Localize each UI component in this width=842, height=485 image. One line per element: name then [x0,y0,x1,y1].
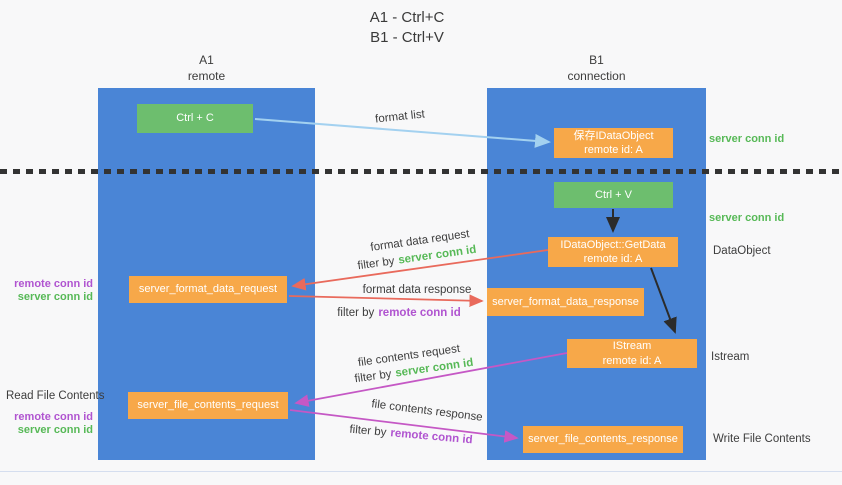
left-conn-id-stack-2: remote conn id server conn id [0,411,93,437]
title-line-2: B1 - Ctrl+V [370,29,444,47]
node-server-file-contents-response: server_file_contents_response [523,426,683,453]
filter-key-remote-conn-id: remote conn id [389,427,474,447]
session-separator-line [0,169,842,174]
node-save-idataobject-line2: remote id: A [584,144,643,156]
label-file-contents-response: file contents response [370,398,484,424]
node-istream-line2: remote id: A [602,354,662,367]
node-ctrl-c: Ctrl + C [137,104,253,133]
node-file-response-label: server_file_contents_response [528,433,678,446]
node-server-file-contents-request: server_file_contents_request [128,392,288,419]
node-istream: IStream remote id: A [567,339,697,368]
node-getdata-line1: IDataObject::GetData [560,238,666,251]
node-save-idataobject-line1: 保存IDataObject [573,129,654,142]
label-write-file-contents: Write File Contents [713,433,811,445]
arrow-format-data-response [288,294,484,307]
label-remote-conn-id-2: remote conn id [14,411,93,423]
node-getdata-line2: remote id: A [583,253,643,265]
label-dataobject: DataObject [713,245,771,257]
node-ctrl-c-label: Ctrl + C [176,112,214,125]
left-conn-id-stack-1: remote conn id server conn id [0,278,93,304]
label-format-list: format list [374,108,426,126]
label-server-conn-id-mid: server conn id [709,212,785,224]
lane-b1-role: connection [567,68,626,83]
filter-by-prefix: filter by [337,307,375,319]
node-istream-line1: IStream [612,340,652,353]
node-ctrl-v: Ctrl + V [554,182,673,208]
node-format-response-label: server_format_data_response [492,295,639,308]
node-save-idataobject: 保存IDataObject remote id: A [554,128,673,158]
label-istream: Istream [711,351,750,363]
lane-header-a1: A1 remote [98,53,315,84]
label-server-conn-id-1: server conn id [17,291,93,304]
node-ctrl-v-label: Ctrl + V [595,188,632,201]
diagram-title: A1 - Ctrl+C B1 - Ctrl+V [0,8,814,49]
lane-header-b1: B1 connection [487,53,706,84]
node-server-format-data-response: server_format_data_response [487,288,644,316]
node-server-format-data-request: server_format_data_request [129,276,287,303]
filter-key-remote-conn-id: remote conn id [378,307,461,319]
lane-b1-id: B1 [589,53,604,67]
bottom-hairline [0,471,842,472]
label-format-data-response: format data response [362,284,472,296]
node-format-request-label: server_format_data_request [138,283,278,296]
lane-a1-role: remote [187,68,226,83]
label-read-file-contents: Read File Contents [6,390,105,402]
lane-a1-id: A1 [199,53,214,67]
filter-by-prefix: filter by [348,423,387,439]
label-remote-conn-id-1: remote conn id [14,278,93,290]
node-file-request-label: server_file_contents_request [137,399,279,412]
title-line-1: A1 - Ctrl+C [369,9,445,26]
label-server-conn-id-2: server conn id [17,424,93,437]
filter-by-prefix: filter by [356,255,396,273]
node-idataobject-getdata: IDataObject::GetData remote id: A [548,237,678,267]
filter-by-prefix: filter by [353,368,393,386]
label-server-conn-id-top: server conn id [709,133,785,145]
